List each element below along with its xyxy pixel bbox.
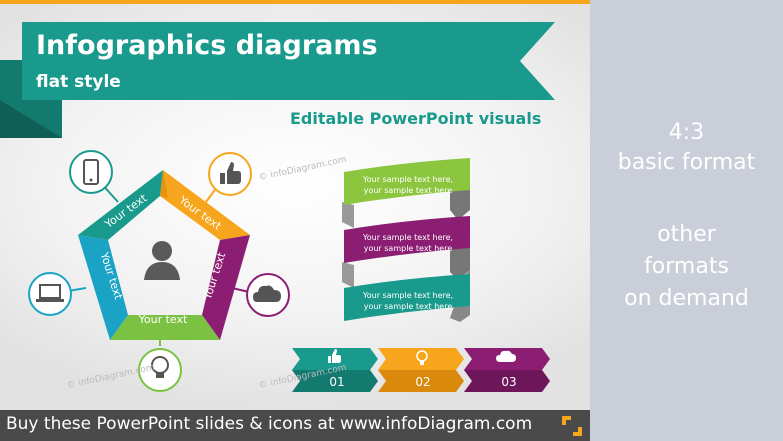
- ribbon-text: Your sample text here,: [362, 291, 453, 300]
- user-icon: [144, 241, 180, 280]
- segment-label: Your text: [102, 191, 150, 231]
- cloud-icon: [496, 350, 516, 362]
- step-number: 01: [329, 375, 344, 389]
- step-number: 02: [415, 375, 430, 389]
- thumbs-up-icon: [328, 349, 341, 363]
- laptop-icon: [28, 272, 72, 316]
- slide-subtitle: flat style: [36, 72, 121, 92]
- top-accent-line: [0, 0, 590, 4]
- format-label: basic format: [617, 150, 756, 175]
- step-arrows: 01 02 03: [292, 348, 550, 392]
- side-panel: 4:3 basic format other formats on demand: [590, 0, 783, 441]
- step-3: 03: [464, 348, 550, 392]
- ribbon-text: your sample text here: [364, 186, 453, 195]
- cloud-icon: [246, 273, 290, 317]
- pentagon-segment-2: [202, 235, 250, 340]
- pentagon-segment-1: [160, 170, 250, 240]
- ribbon-band-1: [344, 158, 470, 205]
- ribbon-text: your sample text here: [364, 302, 453, 311]
- segment-label: Your text: [138, 313, 188, 326]
- pentagon-segment-5: [78, 170, 163, 240]
- format-ratio: 4:3: [668, 120, 705, 145]
- footer-bar: Buy these PowerPoint slides & icons at w…: [0, 410, 590, 441]
- ribbon-band-3: [344, 274, 470, 321]
- other-formats-line-1: other: [657, 222, 716, 247]
- pentagon-segment-4: [78, 235, 128, 340]
- title-banner: [0, 22, 555, 138]
- ribbon-text: Your sample text here,: [362, 175, 453, 184]
- footer-text[interactable]: Buy these PowerPoint slides & icons at w…: [6, 414, 533, 434]
- infodiagram-logo-icon: [562, 416, 582, 436]
- smartphone-icon: [69, 150, 113, 194]
- lightbulb-icon: [416, 350, 428, 365]
- ribbon-text: Your sample text here,: [362, 233, 453, 242]
- ribbon-text: your sample text here: [364, 244, 453, 253]
- slide-title: Infographics diagrams: [36, 30, 378, 61]
- other-formats-line-2: formats: [644, 254, 729, 279]
- slide-tagline: Editable PowerPoint visuals: [290, 109, 542, 128]
- pentagon-diagram: Your text Your text Your text Your text …: [28, 150, 290, 392]
- ribbon-band-2: [344, 216, 470, 263]
- ribbon-diagram: Your sample text here, your sample text …: [342, 158, 470, 322]
- step-2: 02: [378, 348, 464, 392]
- slide-canvas: Infographics diagrams flat style Editabl…: [0, 0, 590, 410]
- step-number: 03: [501, 375, 516, 389]
- thumbs-up-icon: [208, 152, 252, 196]
- lightbulb-icon: [138, 348, 182, 392]
- step-1: 01: [292, 348, 378, 392]
- pentagon-segment-3: [110, 315, 220, 340]
- other-formats-line-3: on demand: [624, 286, 749, 311]
